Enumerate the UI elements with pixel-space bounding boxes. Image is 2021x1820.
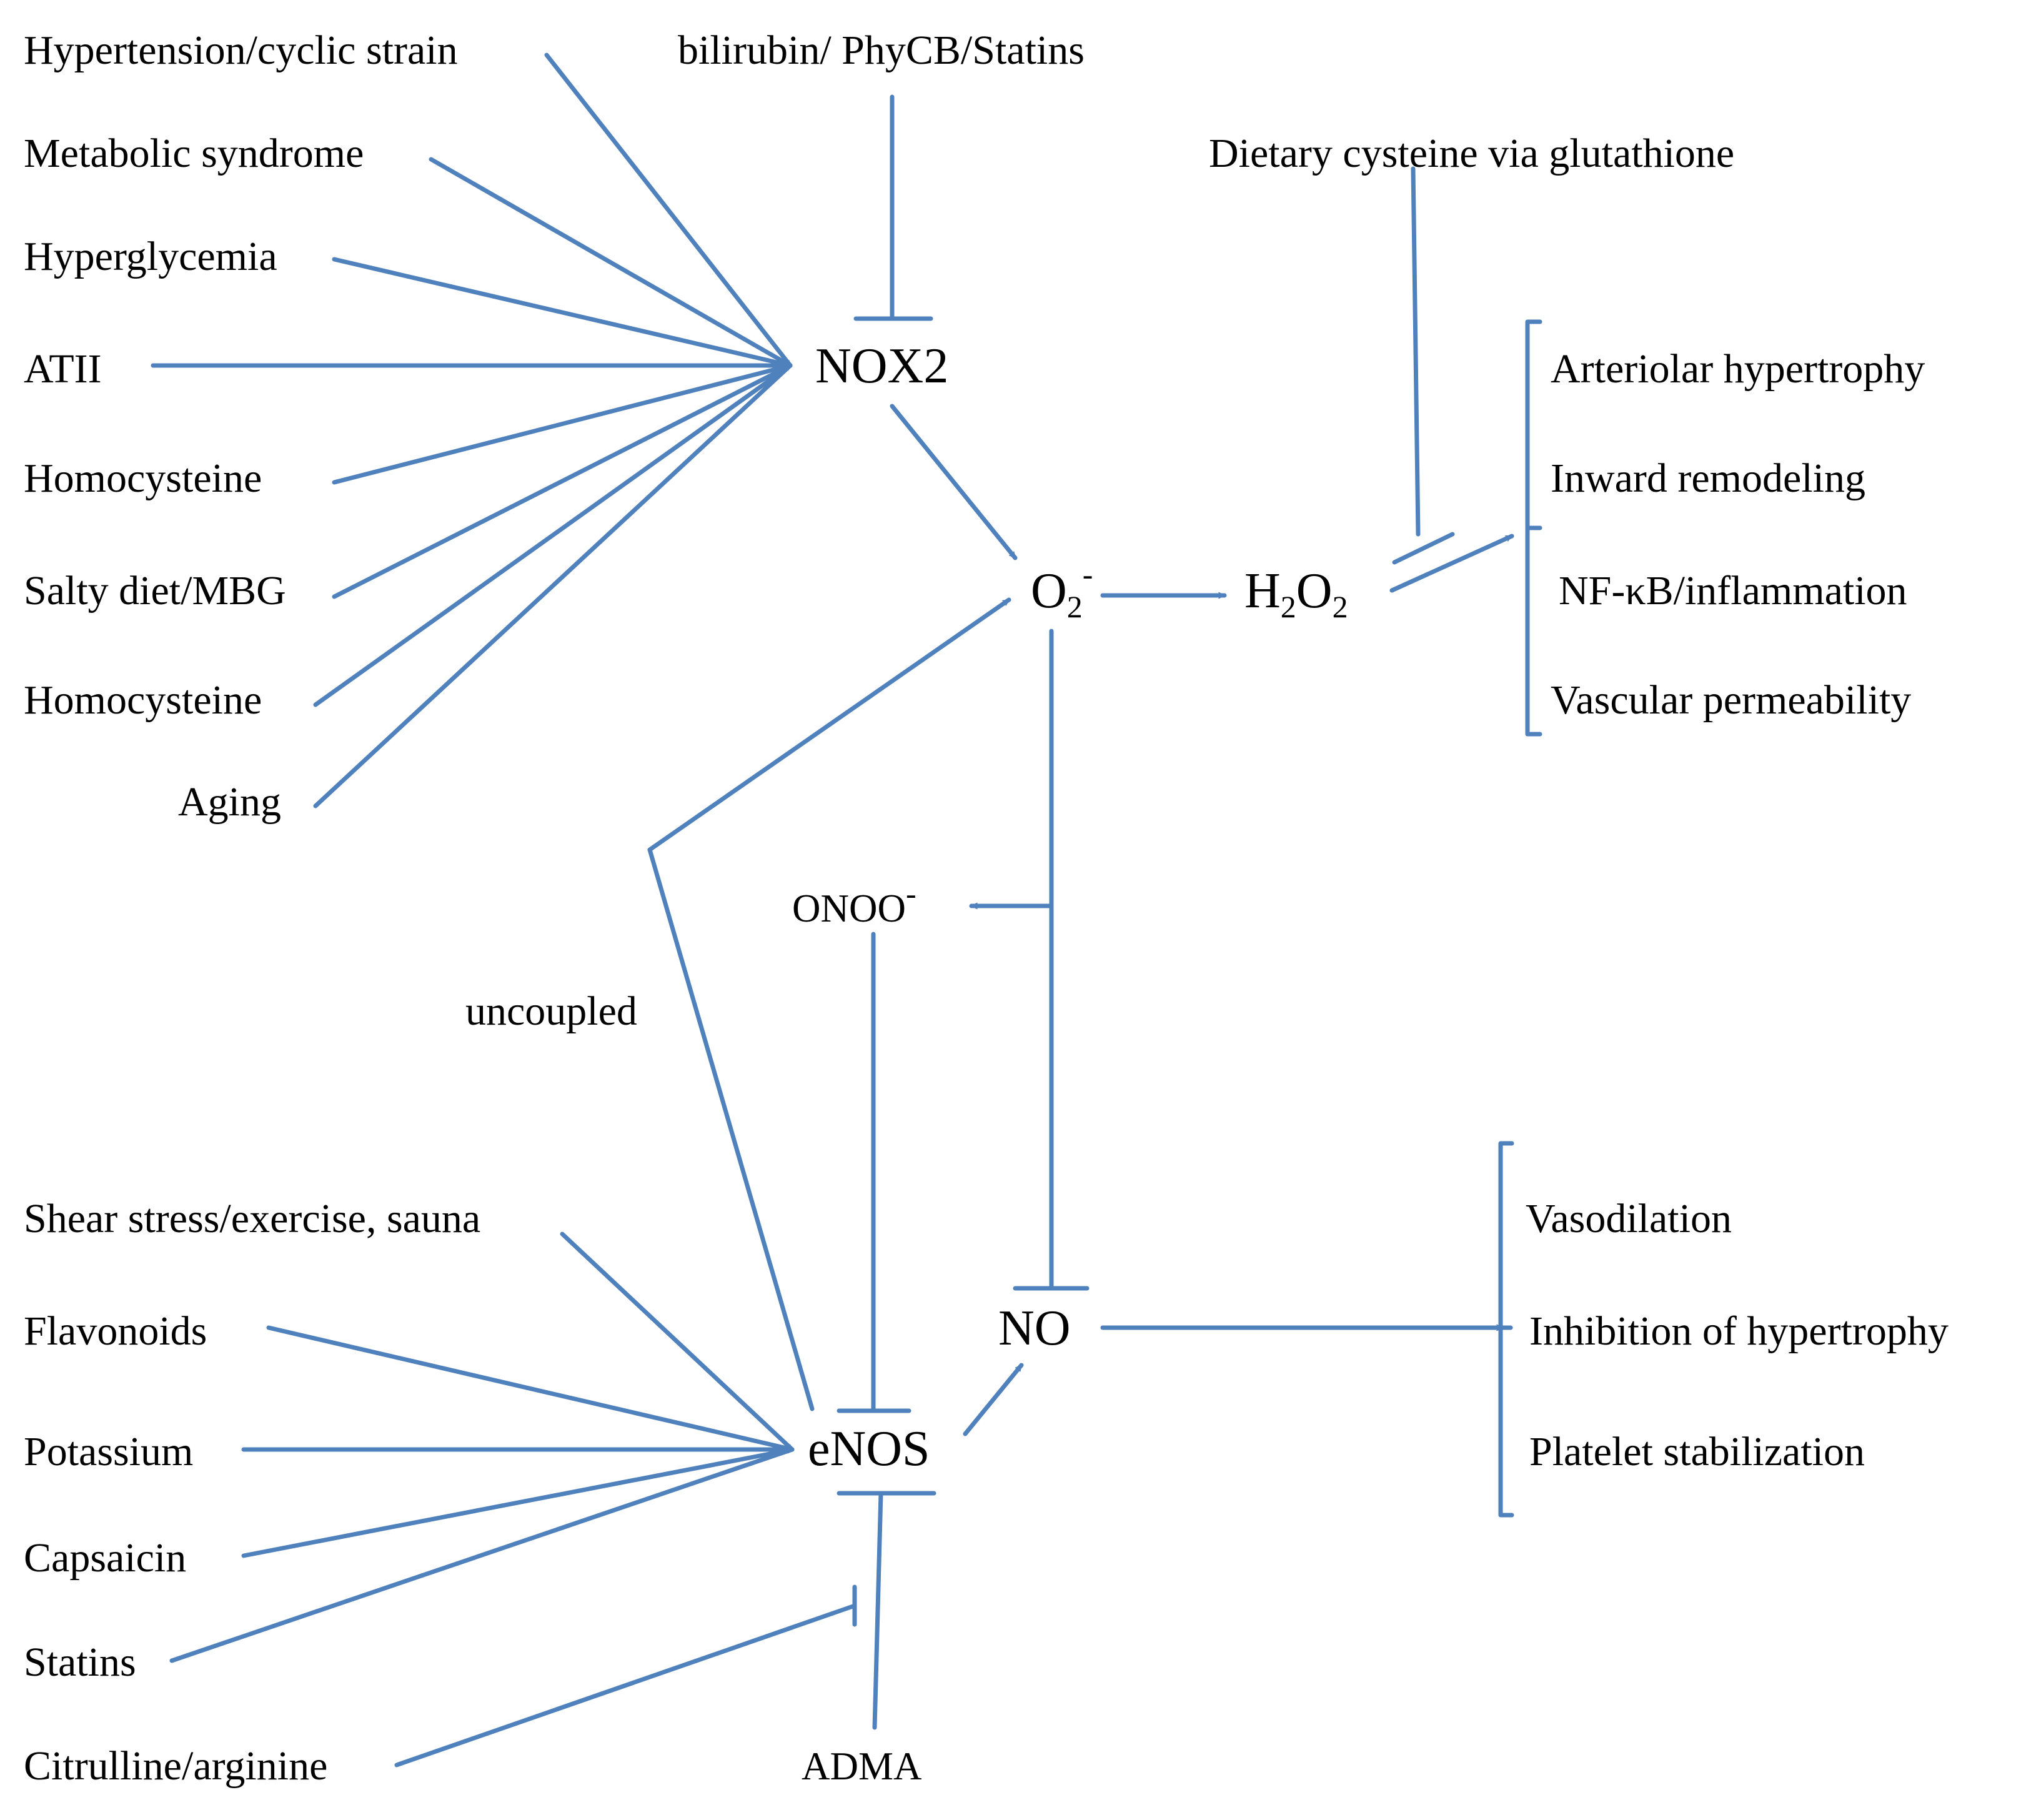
edge-h2o2-effects: [1389, 534, 1514, 593]
cysteine-stem: [1411, 166, 1421, 537]
edge-hyperglycemia-nox2: [332, 257, 793, 368]
node-h2o2: H2O2: [1244, 564, 1348, 624]
label-aging: Aging: [178, 779, 281, 825]
label-capsaicin: Capsaicin: [24, 1535, 186, 1581]
edge-enos-no: [963, 1363, 1024, 1436]
edge-homocysteine2-nox2: [313, 363, 793, 707]
label-homocysteine-2: Homocysteine: [24, 677, 262, 723]
edge-shear-enos: [560, 1231, 795, 1452]
label-citrulline-arginine: Citrulline/arginine: [24, 1743, 327, 1789]
label-statins: Statins: [24, 1639, 136, 1685]
h2o2-o: O: [1296, 564, 1333, 619]
onoo-base: ONOO: [792, 887, 906, 930]
label-nfkb-inflammation: NF-κB/inflammation: [1559, 568, 1907, 614]
label-homocysteine-1: Homocysteine: [24, 455, 262, 501]
enos-activator-edges: [169, 1231, 795, 1663]
citrulline-stem: [394, 1603, 857, 1768]
edge-aging-nox2: [313, 363, 793, 808]
edge-statins-enos: [169, 1447, 795, 1663]
node-nox2: NOX2: [815, 339, 948, 394]
label-flavonoids: Flavonoids: [24, 1308, 207, 1354]
label-potassium: Potassium: [24, 1429, 193, 1474]
label-hyperglycemia: Hyperglycemia: [24, 234, 277, 279]
label-uncoupled: uncoupled: [465, 988, 637, 1034]
edge-hypertension-nox2: [544, 52, 793, 368]
edge-metabolic-nox2: [429, 157, 793, 368]
node-no: NO: [998, 1301, 1071, 1356]
edge-salty-nox2: [332, 363, 793, 599]
superoxide-no-edges: [969, 629, 1090, 1291]
citrulline-inhibition-edge: [394, 1584, 857, 1768]
label-inward-remodeling: Inward remodeling: [1551, 455, 1865, 501]
label-metabolic-syndrome: Metabolic syndrome: [24, 131, 364, 176]
enos-activator-labels: Shear stress/exercise, sauna Flavonoids …: [24, 1196, 480, 1789]
edge-homocysteine1-nox2: [332, 363, 793, 485]
h2o2-sub1: 2: [1281, 589, 1296, 624]
cysteine-inhibition-edge: [1392, 166, 1455, 565]
superoxide-sub: 2: [1067, 589, 1083, 624]
label-platelet-stabilization: Platelet stabilization: [1529, 1429, 1865, 1474]
superoxide-base: O: [1031, 564, 1067, 619]
label-vasodilation: Vasodilation: [1526, 1196, 1732, 1241]
superoxide-sup: -: [1083, 557, 1093, 592]
node-enos: eNOS: [808, 1421, 930, 1476]
label-shear-stress: Shear stress/exercise, sauna: [24, 1196, 480, 1241]
h2o2-h: H: [1244, 564, 1281, 619]
node-peroxynitrite: ONOO-: [792, 876, 916, 930]
node-superoxide: O2-: [1031, 557, 1093, 624]
label-hypertension: Hypertension/cyclic strain: [24, 27, 458, 73]
edge-uncoupled-enos-superoxide: [647, 597, 1011, 1411]
label-salty-diet: Salty diet/MBG: [24, 568, 286, 614]
adma-inhibition-edge: [837, 1491, 936, 1730]
label-dietary-cysteine: Dietary cysteine via glutathione: [1209, 131, 1734, 176]
nox2-inhibition-edge: [853, 94, 933, 321]
label-arteriolar-hypertrophy: Arteriolar hypertrophy: [1551, 346, 1925, 392]
cysteine-bar: [1392, 532, 1455, 565]
h2o2-effect-labels: Arteriolar hypertrophy Inward remodeling…: [1551, 346, 1925, 723]
edge-capsaicin-enos: [241, 1447, 795, 1558]
adma-stem: [872, 1491, 883, 1730]
node-adma: ADMA: [802, 1744, 922, 1788]
label-vascular-permeability: Vascular permeability: [1551, 677, 1911, 723]
label-bilirubin: bilirubin/ PhyCB/Statins: [678, 27, 1085, 73]
h2o2-sub2: 2: [1333, 589, 1348, 624]
no-effect-labels: Vasodilation Inhibition of hypertrophy P…: [1526, 1196, 1949, 1474]
label-inhibition-of-hypertrophy: Inhibition of hypertrophy: [1529, 1308, 1949, 1354]
label-atii: ATII: [24, 346, 102, 392]
nox2-activator-labels: Hypertension/cyclic strain Metabolic syn…: [24, 27, 458, 825]
onoo-sup: -: [906, 876, 916, 911]
onoo-inhibition-edge: [837, 932, 911, 1413]
edge-nox2-superoxide: [890, 404, 1018, 560]
nox2-activator-edges: [151, 52, 793, 808]
edge-flavonoids-enos: [266, 1325, 795, 1452]
